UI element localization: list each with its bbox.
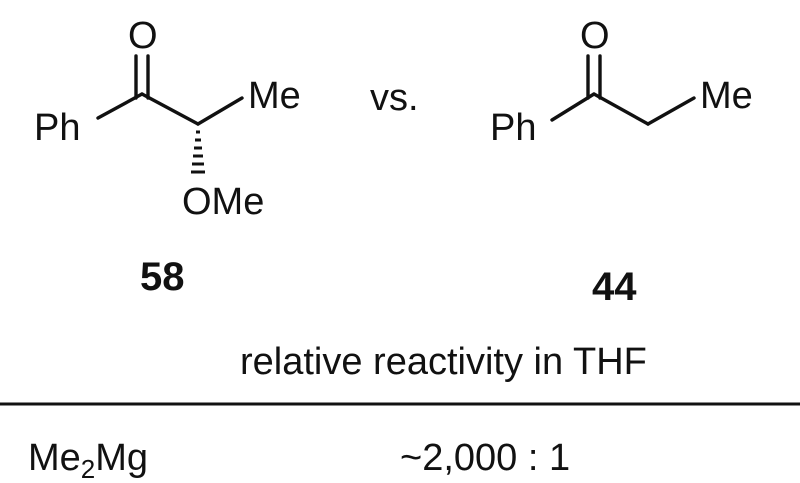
reactivity-ratio: ~2,000 : 1 bbox=[400, 437, 570, 479]
c58-carbonyl-oxygen: O bbox=[128, 15, 158, 57]
c44-carbonyl-oxygen: O bbox=[580, 15, 610, 57]
c44-phenyl-label: Ph bbox=[490, 107, 536, 149]
compound-label-58: 58 bbox=[140, 255, 185, 299]
c58-phenyl-label: Ph bbox=[34, 107, 80, 149]
c58-alpha-bond bbox=[140, 92, 200, 126]
compound-label-44: 44 bbox=[592, 265, 637, 309]
table-header: relative reactivity in THF bbox=[240, 341, 647, 383]
compound-58-structure: O Ph Me OMe 58 bbox=[34, 15, 301, 299]
c58-methyl-bond bbox=[196, 96, 244, 126]
versus-label: vs. bbox=[370, 77, 419, 119]
c58-methoxy-label: OMe bbox=[182, 181, 264, 223]
c58-hashed-wedge bbox=[191, 130, 205, 174]
reagent-label: Me2Mg bbox=[28, 437, 148, 483]
c44-alpha-bond bbox=[592, 92, 650, 126]
compound-44-structure: O Ph Me 44 bbox=[490, 15, 753, 309]
c44-methyl-label: Me bbox=[700, 75, 753, 117]
c58-methyl-label: Me bbox=[248, 75, 301, 117]
c44-methyl-bond bbox=[646, 96, 696, 126]
c58-ph-bond bbox=[96, 92, 144, 120]
c44-ph-bond bbox=[550, 92, 596, 122]
